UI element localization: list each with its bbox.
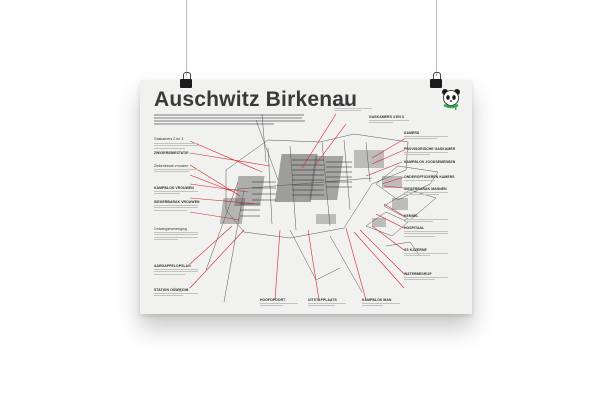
label-provisorische: PROVISORISCHE GASKAMER	[404, 147, 456, 151]
label-ziekenbarak: Ziekenbarak vrouwen	[154, 164, 189, 168]
label-hospitaal: HOSPITAAL	[404, 226, 425, 230]
description-text	[404, 253, 448, 258]
description-text	[154, 269, 198, 276]
description-text	[334, 108, 372, 113]
description-text	[404, 219, 448, 224]
description-text	[154, 143, 198, 150]
description-text	[404, 152, 448, 157]
binder-clip-right	[430, 72, 442, 88]
description-text	[404, 180, 448, 182]
description-text	[404, 277, 448, 282]
description-text	[404, 136, 448, 141]
label-gaskamers-2-en-3: Gaskamers 2 en 3	[154, 137, 184, 141]
panda-logo-icon	[442, 89, 460, 110]
label-uitstapplaats: UITSTAPPLAATS	[308, 298, 337, 302]
label-kampblok-joodse: KAMPBLOK JOODSEMENSEN	[404, 160, 456, 164]
label-kennel: KENNEL	[404, 214, 419, 218]
label-kamers: KAMERS	[404, 131, 420, 135]
binder-clip-left	[180, 72, 192, 88]
label-zweinkamp: ZWIGERSBIESTATIE	[154, 151, 189, 155]
label-kamplok-vrouwen: KAMPBLOK VROUWEN	[154, 186, 194, 190]
camp-map	[189, 113, 439, 303]
label-onderofficieren: ONDEROFFICIEREN KAMERS	[404, 175, 455, 179]
label-station: STATION OŚWIĘCIM	[154, 288, 189, 292]
label-ontvang: Ontvangstvereniging	[154, 227, 187, 231]
description-text	[154, 205, 198, 212]
intro-text-line	[154, 123, 274, 125]
poster: Auschwitz Birkenau	[140, 80, 472, 314]
poster-title: Auschwitz Birkenau	[154, 88, 358, 111]
description-text	[404, 231, 448, 238]
description-text	[404, 192, 448, 197]
description-text	[308, 303, 346, 308]
description-text	[369, 120, 409, 125]
label-sauna: SAUNA	[334, 103, 347, 107]
intro-text-line	[154, 114, 304, 116]
label-kampblok-man: KAMPBLOK MAN	[362, 298, 392, 302]
hanging-wire-left	[186, 0, 187, 76]
label-gaskamers-4-en-5: GASKAMERS 4 EN 5	[369, 115, 404, 119]
label-hoofdpoort: HOOFDPOORT	[260, 298, 286, 302]
intro-text-line	[154, 117, 302, 119]
label-siegerbarak-vrouwen: SIEGERBARAK VROUWEN	[154, 200, 200, 204]
description-text	[154, 232, 198, 241]
description-text	[154, 293, 198, 298]
label-siegerbarak-mannen: SIEGERBARAK MANNEN	[404, 187, 447, 191]
label-aardappelopslag: AARDAPPELOPSLAG	[154, 264, 191, 268]
description-text	[260, 303, 298, 308]
intro-text-line	[154, 120, 305, 122]
description-text	[362, 303, 400, 308]
description-text	[154, 169, 198, 174]
description-text	[154, 191, 198, 196]
hanging-wire-right	[436, 0, 437, 76]
label-waterbedrijf: WATERBEDRIJF	[404, 272, 432, 276]
label-ss-kazerne: SS KAZERNE	[404, 248, 427, 252]
